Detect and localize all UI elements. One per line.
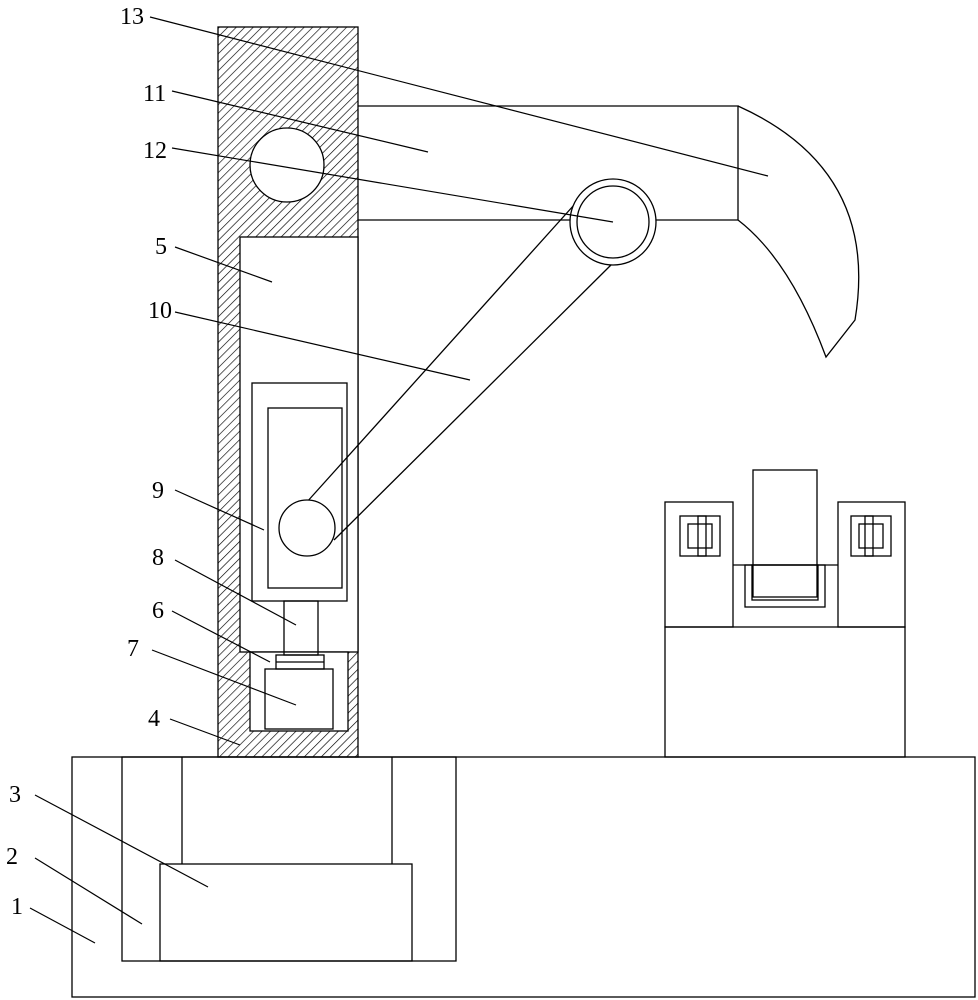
lifting-block	[159, 863, 413, 962]
label-8: 8	[152, 545, 164, 571]
left-roller	[679, 515, 721, 557]
label-13: 13	[120, 4, 144, 30]
label-1: 1	[11, 894, 23, 920]
column-hatched	[217, 26, 359, 758]
lower-pivot-circle	[278, 499, 336, 557]
base-block	[71, 756, 976, 998]
right-clamp-fixture	[664, 469, 906, 758]
inner-slot-5	[239, 236, 359, 653]
upper-circle-hole	[249, 127, 325, 203]
right-roller	[850, 515, 892, 557]
label-2: 2	[6, 844, 18, 870]
part-labels: 13 11 12 5 10 9 8 6 7 4 3 2 1	[6, 4, 172, 920]
motor-housing	[249, 651, 349, 732]
leader-lines	[29, 16, 769, 944]
clamp-center-post	[752, 469, 818, 598]
label-10: 10	[148, 298, 172, 324]
motor	[264, 668, 334, 730]
label-3: 3	[9, 782, 21, 808]
base-cavity	[121, 756, 457, 962]
label-12: 12	[143, 138, 167, 164]
label-7: 7	[127, 636, 139, 662]
label-9: 9	[152, 478, 164, 504]
arm-beam	[358, 105, 739, 221]
label-4: 4	[148, 706, 160, 732]
label-5: 5	[155, 234, 167, 260]
hook-claw	[737, 105, 860, 359]
label-6: 6	[152, 598, 164, 624]
label-11: 11	[143, 81, 166, 107]
